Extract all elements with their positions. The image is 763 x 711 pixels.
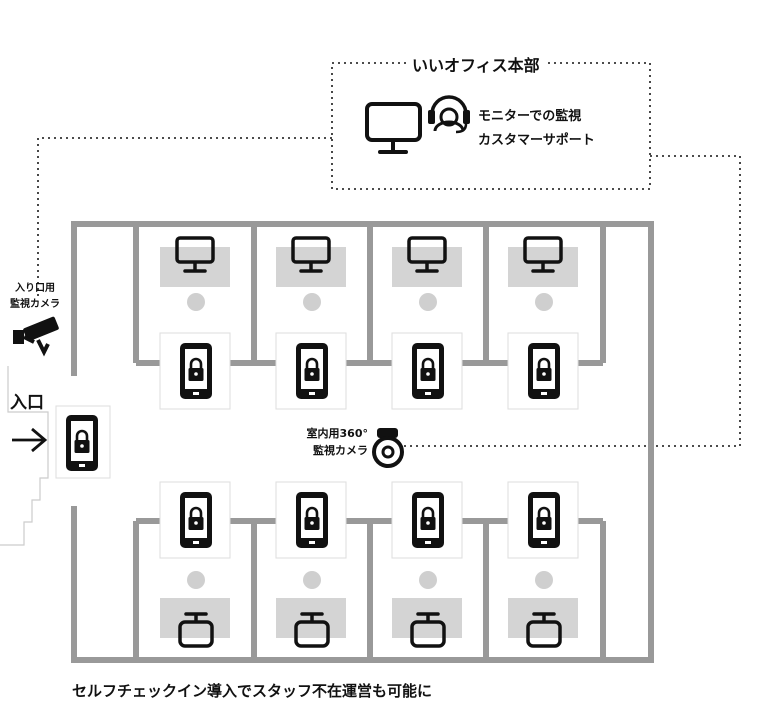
top-booth-row (159, 236, 579, 410)
entrance-camera-label-line2: 監視カメラ (10, 299, 60, 310)
security-camera-icon (13, 316, 59, 357)
hq-monitor-icon (365, 102, 422, 154)
booth-bottom-2 (275, 481, 347, 648)
seat (303, 293, 321, 311)
hq-box (331, 62, 651, 190)
seat (535, 571, 553, 589)
hq-title: いいオフィス本部 (408, 52, 544, 76)
entrance-camera-connection (37, 137, 332, 300)
entrance-camera-label: 入り口用 監視カメラ (6, 281, 64, 313)
hq-monitoring-label: モニターでの監視 (478, 109, 582, 124)
hq-support-label: カスタマーサポート (478, 133, 595, 148)
entrance-steps (0, 366, 49, 546)
headset-icon (428, 95, 470, 134)
lock-phone-icon (294, 490, 330, 550)
room-camera-label: 室内用360° 監視カメラ (296, 425, 368, 459)
booth-bottom-3 (391, 481, 463, 648)
room-camera-label-line2: 監視カメラ (313, 444, 368, 457)
seat (303, 571, 321, 589)
arrow-right-icon (12, 427, 48, 453)
seat (535, 293, 553, 311)
lock-phone-icon (410, 490, 446, 550)
lock-phone-icon (294, 341, 330, 401)
lock-phone-icon (526, 341, 562, 401)
booth-bottom-4 (507, 481, 579, 648)
booth-top-3 (391, 236, 463, 410)
seat (187, 293, 205, 311)
seat (419, 571, 437, 589)
caption: セルフチェックイン導入でスタッフ不在運営も可能に (72, 682, 433, 700)
bottom-booth-row (159, 481, 579, 648)
seat (187, 571, 205, 589)
booth-top-1 (159, 236, 231, 410)
entrance-camera-label-line1: 入り口用 (15, 283, 55, 294)
lock-phone-icon (178, 341, 214, 401)
lock-phone-icon (410, 341, 446, 401)
room-camera-connection (404, 155, 741, 447)
booth-bottom-1 (159, 481, 231, 648)
camera-360-icon (372, 428, 404, 468)
lock-phone-icon (178, 490, 214, 550)
entrance-label: 入口 (10, 393, 44, 413)
lock-phone-icon (526, 490, 562, 550)
booth-top-2 (275, 236, 347, 410)
booth-top-4 (507, 236, 579, 410)
room-camera-label-line1: 室内用360° (306, 427, 368, 440)
entrance-lock-phone-icon (64, 413, 100, 473)
seat (419, 293, 437, 311)
